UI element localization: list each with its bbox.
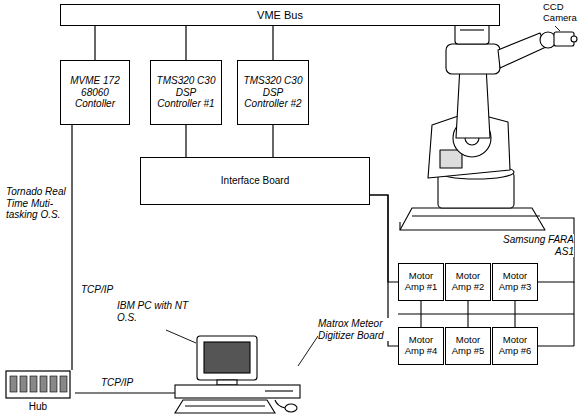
connector-line <box>272 125 273 157</box>
pc-icon: IBM PC with NT O.S. <box>175 336 315 414</box>
node-text: IBM PC with NT O.S. <box>117 300 189 323</box>
hub-port <box>50 376 57 392</box>
drawing-stroke <box>514 301 515 327</box>
keyboard <box>175 400 275 413</box>
dsp-box: TMS320 C30 DSP Controller #2 <box>237 60 309 125</box>
drawing-stroke <box>440 150 462 168</box>
node-text: TMS320 C30 DSP Controller #2 <box>240 75 306 110</box>
motor-amp-box: Motor Amp #1 <box>398 263 444 301</box>
hub-port <box>60 376 67 392</box>
interface-box: Interface Board <box>140 157 370 205</box>
drawing-stroke <box>298 336 318 366</box>
drawing-stroke <box>555 26 560 31</box>
connector-line <box>71 125 72 370</box>
node-text: Interface Board <box>221 175 289 187</box>
drive-slot <box>265 390 293 391</box>
camera-label: CCD Camera <box>543 2 579 24</box>
node-text: Motor Amp #2 <box>448 271 488 293</box>
os-note: Tornado Real Time Muti-tasking O.S. <box>6 186 68 221</box>
hub-port <box>40 376 47 392</box>
hub-case <box>6 371 70 398</box>
motor-amp-box: Motor Amp #6 <box>492 327 538 365</box>
robot-arm <box>400 22 577 230</box>
connector <box>370 195 398 282</box>
controller-box: MVME 172 68060 Contoller <box>60 60 130 125</box>
drawing-stroke <box>467 301 468 327</box>
pc-drawing <box>175 336 315 414</box>
hub-drawing <box>5 370 75 400</box>
robot-name: Samsung FARA AS1 <box>490 234 574 257</box>
connector <box>186 26 187 60</box>
drawing-stroke <box>400 208 545 230</box>
connection-label: TCP/IP <box>100 377 134 389</box>
motor-amp-box: Motor Amp #4 <box>398 327 444 365</box>
drawing-stroke <box>412 215 540 216</box>
connector-line <box>94 26 95 60</box>
node-text: MVME 172 68060 Contoller <box>63 75 127 110</box>
screen <box>204 342 250 373</box>
connector <box>273 125 274 157</box>
connector <box>273 26 274 60</box>
motor-amp-box: Motor Amp #2 <box>445 263 491 301</box>
system-unit <box>175 385 300 398</box>
connector-line <box>185 26 186 60</box>
connector <box>75 393 175 394</box>
dsp-box: TMS320 C30 DSP Controller #1 <box>150 60 222 125</box>
drawing-stroke <box>498 33 546 68</box>
connector-line <box>75 392 175 393</box>
drawing-stroke <box>166 330 196 343</box>
computer <box>175 336 300 413</box>
drawing-stroke <box>446 44 500 74</box>
node-text: TMS320 C30 DSP Controller #1 <box>153 75 219 110</box>
node-text: Motor Amp #1 <box>401 271 441 293</box>
node-text: Motor Amp #5 <box>448 335 488 357</box>
motor-amp-box: Motor Amp #3 <box>492 263 538 301</box>
drawing-stroke <box>538 345 574 346</box>
drawing-stroke <box>456 66 490 138</box>
key-row <box>185 405 265 406</box>
connector-line <box>185 125 186 157</box>
drawing-stroke <box>420 301 421 327</box>
board-label: Matrox Meteor Digitizer Board <box>318 318 398 341</box>
hub-port <box>20 376 27 392</box>
connector-line <box>272 26 273 60</box>
bus-bar: VME Bus <box>60 4 500 26</box>
hub-port <box>10 376 17 392</box>
node-text: Motor Amp #3 <box>495 271 535 293</box>
node-text: VME Bus <box>257 9 303 22</box>
connector <box>72 125 73 370</box>
drawing-stroke <box>399 222 400 230</box>
node-text: Motor Amp #4 <box>401 335 441 357</box>
connection-label: TCP/IP <box>80 284 114 296</box>
hub-port <box>30 376 37 392</box>
connector <box>95 26 96 60</box>
drawing-stroke <box>398 313 574 314</box>
node-text: Hub <box>5 401 71 413</box>
connector <box>186 125 187 157</box>
hub-icon: Hub <box>5 370 75 415</box>
monitor <box>197 336 257 380</box>
mouse <box>285 404 297 412</box>
drawing-stroke <box>460 29 484 30</box>
node-text: Motor Amp #6 <box>495 335 535 357</box>
monitor-stand <box>217 380 237 385</box>
motor-amp-box: Motor Amp #5 <box>445 327 491 365</box>
drawing-stroke <box>571 36 577 42</box>
mouse-cable <box>275 400 285 408</box>
connector-line <box>370 195 398 282</box>
